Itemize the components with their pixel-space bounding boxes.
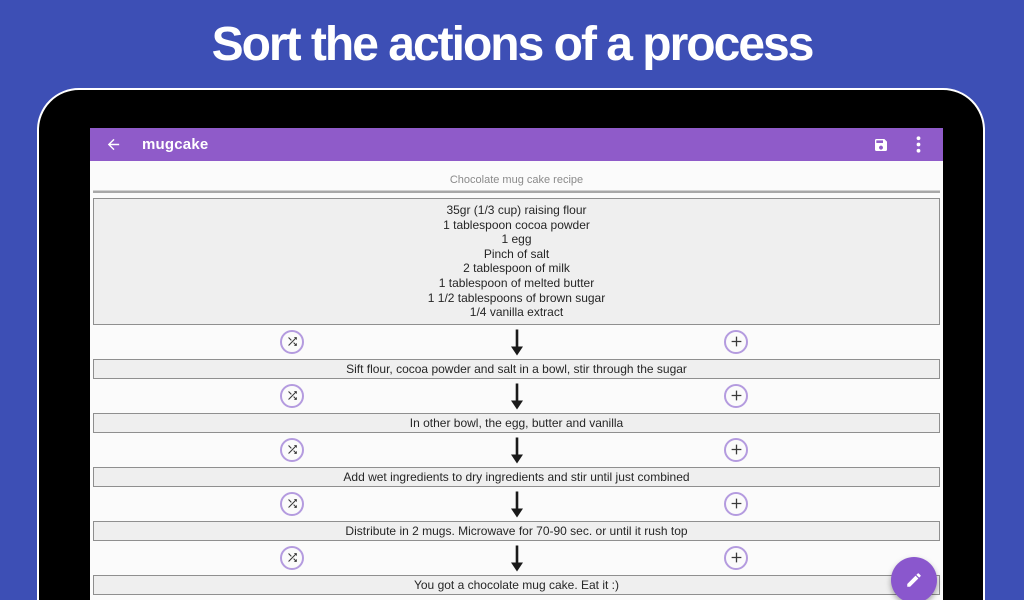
back-arrow-icon	[107, 138, 119, 151]
step-item[interactable]: Distribute in 2 mugs. Microwave for 70-9…	[93, 520, 940, 541]
shuffle-icon	[287, 445, 297, 455]
down-arrow-icon	[510, 545, 523, 572]
step-item[interactable]: In other bowl, the egg, butter and vanil…	[93, 412, 940, 433]
down-arrow-icon	[510, 491, 523, 518]
pencil-icon	[907, 573, 921, 587]
plus-icon	[731, 444, 741, 455]
page-banner: Sort the actions of a process	[0, 0, 1024, 88]
toolbar-actions	[871, 135, 943, 155]
add-step-button[interactable]	[724, 383, 748, 408]
plus-icon	[731, 552, 741, 563]
tablet-frame: mugcake Chocolate mug cake recipe 35gr (…	[37, 88, 985, 600]
shuffle-button[interactable]	[280, 437, 304, 462]
down-arrow-icon	[510, 383, 523, 410]
plus-icon	[731, 336, 741, 347]
add-step-button[interactable]	[724, 437, 748, 462]
connector-row	[90, 433, 943, 467]
ingredients-box[interactable]: 35gr (1/3 cup) raising flour 1 tablespoo…	[93, 198, 940, 325]
back-button[interactable]	[102, 134, 124, 156]
shuffle-button[interactable]	[280, 545, 304, 570]
connector-row	[90, 325, 943, 359]
add-step-button[interactable]	[724, 329, 748, 354]
page-title: Sort the actions of a process	[211, 17, 815, 71]
ingredient-line: 1 tablespoon of melted butter	[438, 275, 595, 290]
recipe-header: Chocolate mug cake recipe	[90, 161, 943, 190]
save-button[interactable]	[871, 135, 891, 155]
ingredient-line: 1/4 vanilla extract	[469, 305, 564, 320]
title-divider	[93, 190, 940, 193]
down-arrow-icon	[510, 329, 523, 356]
ingredient-line: 1 1/2 tablespoons of brown sugar	[427, 290, 606, 305]
connector-row	[90, 487, 943, 521]
overflow-menu-button[interactable]	[908, 135, 928, 155]
ingredient-line: 35gr (1/3 cup) raising flour	[446, 203, 587, 217]
ingredient-line: 2 tablespoon of milk	[463, 261, 570, 276]
vertical-dots-icon	[916, 136, 920, 153]
plus-icon	[731, 390, 741, 401]
shuffle-icon	[287, 553, 297, 563]
shuffle-button[interactable]	[280, 383, 304, 408]
recipe-title: Chocolate mug cake recipe	[449, 174, 584, 186]
shuffle-button[interactable]	[280, 329, 304, 354]
ingredient-line: 1 tablespoon cocoa powder	[443, 217, 590, 232]
app-toolbar: mugcake	[90, 128, 943, 161]
ingredient-line: 1 egg	[501, 232, 532, 247]
shuffle-icon	[287, 391, 297, 401]
ingredient-line: Pinch of salt	[483, 246, 550, 261]
add-step-button[interactable]	[724, 545, 748, 570]
app-screen: mugcake Chocolate mug cake recipe 35gr (…	[90, 128, 943, 600]
step-item[interactable]: You got a chocolate mug cake. Eat it :)	[93, 574, 940, 595]
step-item[interactable]: Add wet ingredients to dry ingredients a…	[93, 466, 940, 487]
add-step-button[interactable]	[724, 491, 748, 516]
plus-icon	[731, 498, 741, 509]
edit-fab-button[interactable]	[891, 557, 937, 600]
down-arrow-icon	[510, 437, 523, 464]
connector-row	[90, 379, 943, 413]
shuffle-icon	[287, 337, 297, 347]
shuffle-icon	[287, 499, 297, 509]
toolbar-title: mugcake	[142, 136, 209, 153]
shuffle-button[interactable]	[280, 491, 304, 516]
connector-row	[90, 541, 943, 575]
save-icon	[875, 138, 887, 151]
step-item[interactable]: Sift flour, cocoa powder and salt in a b…	[93, 358, 940, 379]
